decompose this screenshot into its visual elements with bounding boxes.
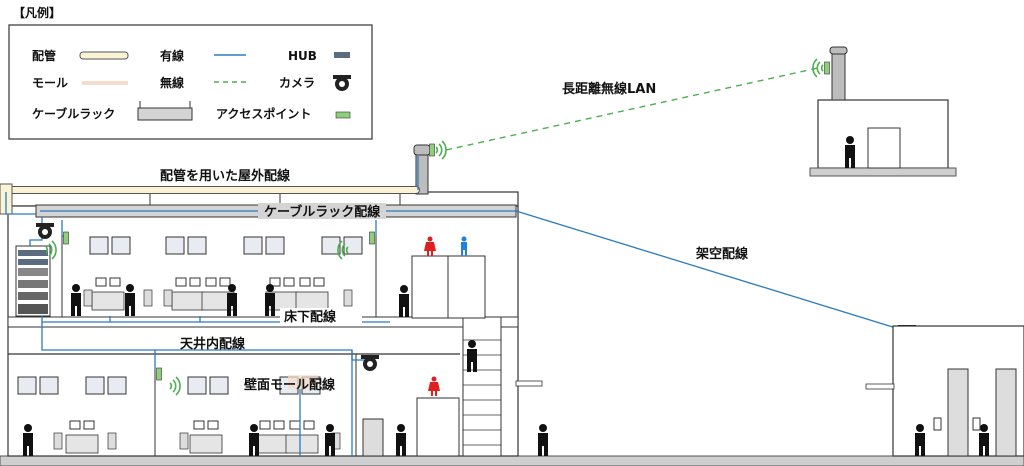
main-building bbox=[7, 144, 548, 457]
label-cable-rack-wiring: ケーブルラック配線 bbox=[264, 204, 381, 220]
legend-camera-label: カメラ bbox=[279, 76, 315, 90]
restroom-male-icon bbox=[461, 236, 467, 256]
legend-pipe-swatch bbox=[79, 51, 129, 60]
label-aerial-wiring: 架空配線 bbox=[695, 246, 749, 262]
remote-building bbox=[809, 46, 957, 177]
restroom-female-lower-icon bbox=[428, 376, 440, 396]
label-underfloor-wiring: 床下配線 bbox=[284, 309, 337, 325]
legend-title: 【凡例】 bbox=[13, 5, 61, 20]
access-point-roof-icon bbox=[429, 140, 447, 160]
access-point-upper-right-icon bbox=[369, 231, 375, 245]
access-point-upper-left-icon bbox=[63, 231, 69, 245]
restroom-female-icon bbox=[424, 236, 436, 256]
legend-rack-swatch bbox=[137, 107, 193, 121]
legend-hub-label: HUB bbox=[288, 49, 317, 63]
server-rack bbox=[15, 245, 51, 317]
label-ceiling-wiring: 天井内配線 bbox=[180, 336, 246, 352]
ledge bbox=[515, 380, 543, 387]
legend-pipe-label: 配管 bbox=[32, 48, 56, 63]
legend-wireless-label: 無線 bbox=[160, 75, 184, 90]
legend-ap-label: アクセスポイント bbox=[216, 106, 311, 121]
legend-hub-swatch bbox=[334, 52, 350, 58]
label-long-range-lan: 長距離無線LAN bbox=[562, 81, 656, 97]
label-underfloor-bg bbox=[280, 308, 362, 325]
legend-wired-label: 有線 bbox=[160, 48, 184, 63]
right-building bbox=[865, 325, 1024, 457]
door-side bbox=[362, 418, 384, 457]
legend-mall-label: モール bbox=[32, 76, 68, 90]
label-cable-rack-bg bbox=[258, 203, 386, 219]
door-lower bbox=[416, 397, 460, 457]
legend-cable-rack-label: ケーブルラック bbox=[32, 106, 115, 121]
wall-mall bbox=[288, 375, 318, 389]
legend-panel: 【凡例】 配管 有線 HUB モール 無線 カメラ ケーブルラック アクセスポイ… bbox=[8, 5, 373, 140]
access-point-lower-icon bbox=[156, 367, 162, 381]
stairwell bbox=[462, 316, 502, 457]
label-wall-mall-wiring: 壁面モール配線 bbox=[244, 377, 336, 393]
ground bbox=[0, 455, 1024, 466]
long-range-wireless-link bbox=[445, 67, 819, 151]
legend-ap-swatch bbox=[335, 111, 351, 119]
label-outdoor-pipe: 配管を用いた屋外配線 bbox=[160, 168, 291, 184]
